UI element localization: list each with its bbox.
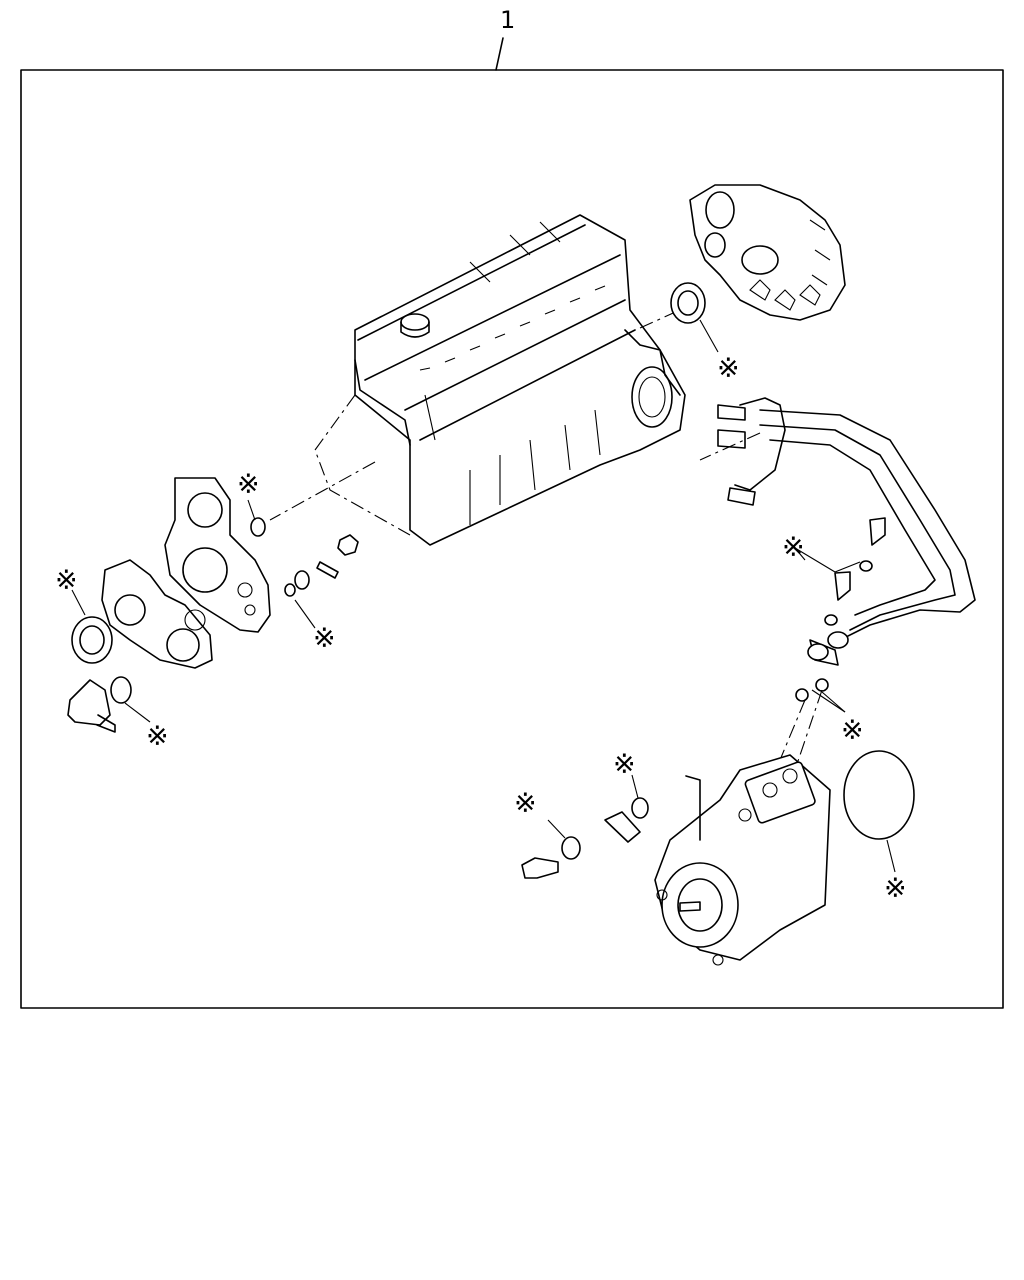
fuel-pipes [717,397,976,666]
kit-frame [20,69,1004,1009]
cover-o-ring [247,499,266,537]
marker-pump-o-ring: ※ [884,873,907,904]
rear-oil-seal [670,282,719,353]
front-crank-seal [71,589,113,664]
o-ring-front [110,676,151,723]
fuel-injection-pump [654,754,831,966]
cover-bolts [284,534,359,629]
pump-o-ring [843,750,915,873]
marker-pipe-bolts: ※ [782,532,805,563]
marker-cover-washers: ※ [313,623,336,654]
marker-cover-o-ring: ※ [237,469,260,500]
flywheel-housing [689,184,846,321]
marker-inlet-washer-lower: ※ [514,788,537,819]
pulley-stub [67,679,116,733]
front-cover [164,477,271,633]
item-leader-line [495,37,504,71]
marker-front-o-ring: ※ [146,721,169,752]
marker-pipe-washers: ※ [841,715,864,746]
marker-front-seal: ※ [55,565,78,596]
item-number-label: 1 [500,6,515,34]
front-plate-gasket [101,559,213,669]
pipe-fittings [779,517,886,771]
asterisk-markers: ※ ※ ※ ※ ※ ※ ※ ※ ※ ※ [55,353,907,904]
pump-inlet-fitting [521,774,649,879]
engine-block [314,214,686,546]
marker-rear-seal: ※ [717,353,740,384]
marker-inlet-washer-upper: ※ [613,749,636,780]
